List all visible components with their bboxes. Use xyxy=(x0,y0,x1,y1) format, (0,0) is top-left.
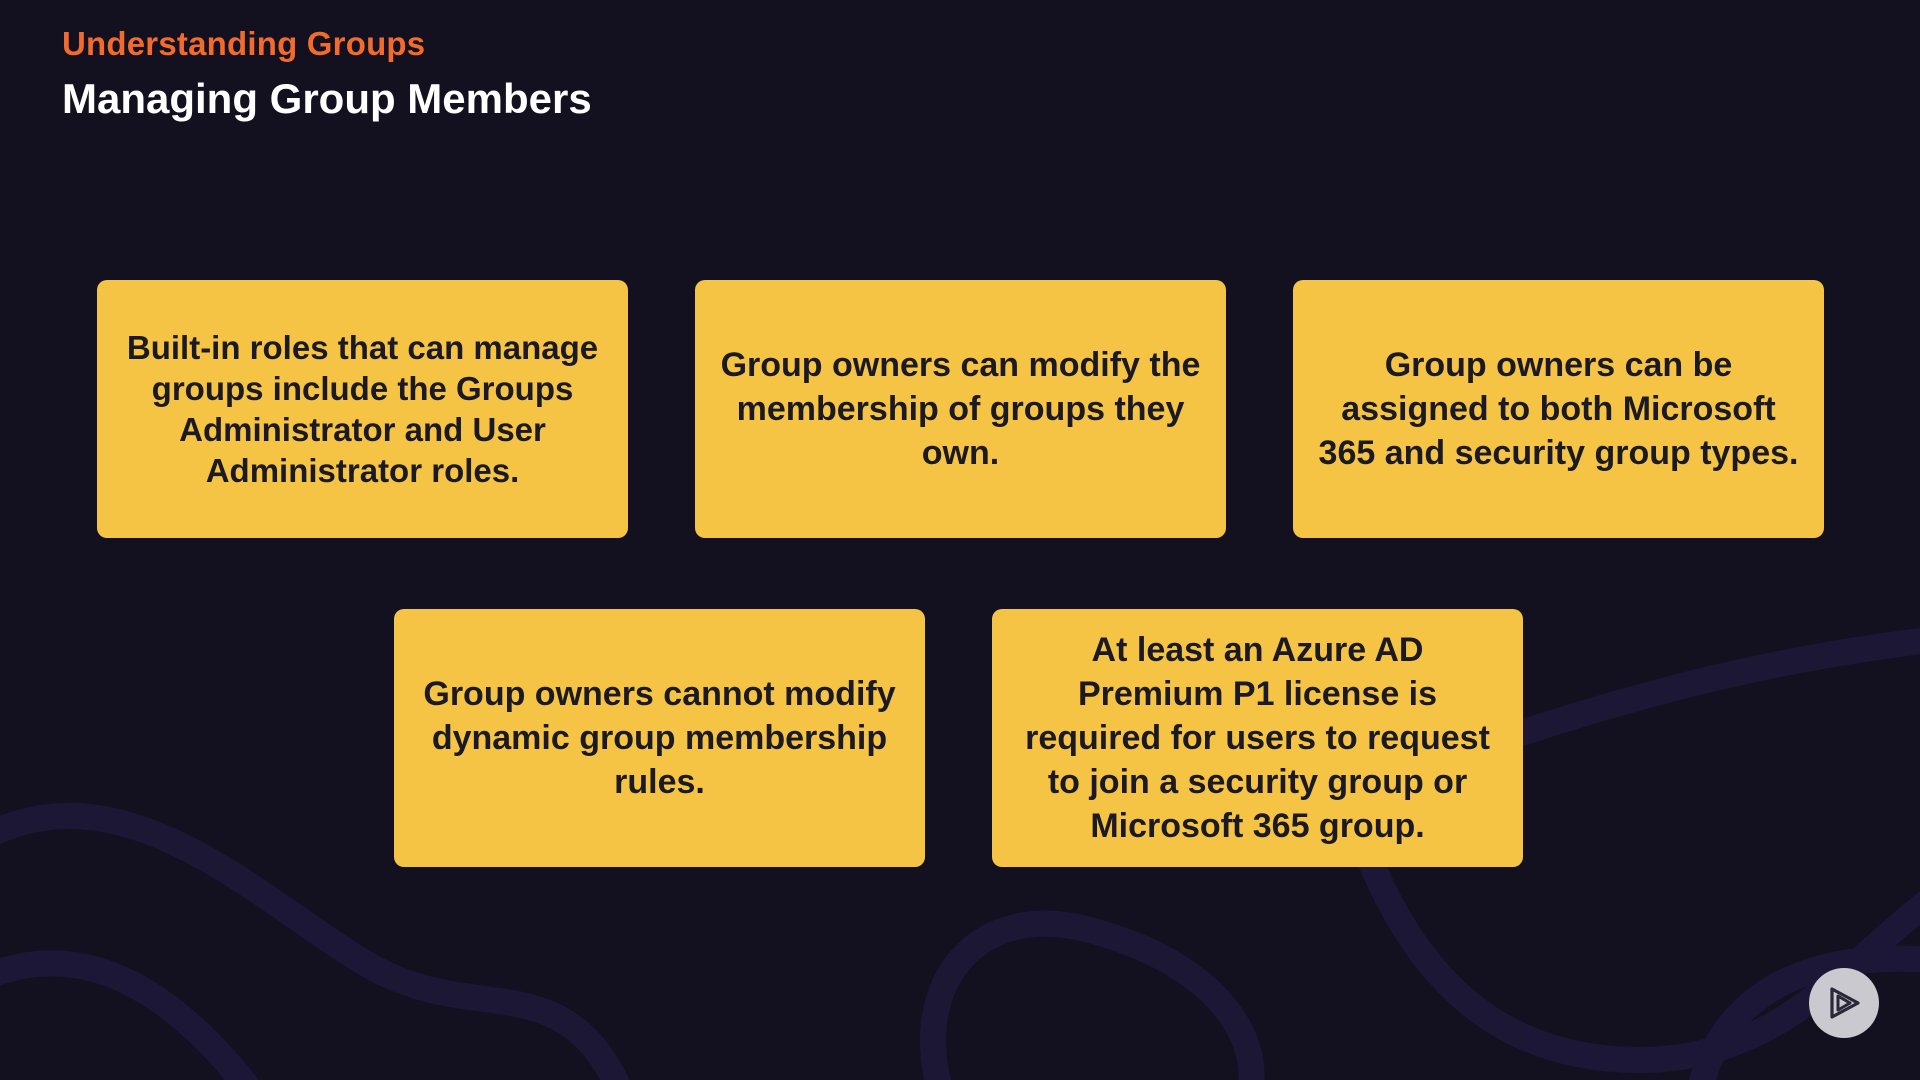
slide-title: Managing Group Members xyxy=(62,75,592,122)
info-card-owner-group-types: Group owners can be assigned to both Mic… xyxy=(1293,280,1824,538)
info-card-license-requirement: At least an Azure AD Premium P1 license … xyxy=(992,609,1523,867)
info-card-dynamic-rules: Group owners cannot modify dynamic group… xyxy=(394,609,925,867)
info-card-builtin-roles: Built-in roles that can manage groups in… xyxy=(97,280,628,538)
info-card-owners-modify: Group owners can modify the membership o… xyxy=(695,280,1226,538)
card-text: At least an Azure AD Premium P1 license … xyxy=(1025,631,1490,845)
slide-header: Understanding Groups Managing Group Memb… xyxy=(62,24,592,124)
card-text: Group owners cannot modify dynamic group… xyxy=(423,675,896,801)
play-logo-button[interactable] xyxy=(1809,968,1879,1038)
card-text: Built-in roles that can manage groups in… xyxy=(126,329,599,489)
section-eyebrow: Understanding Groups xyxy=(62,25,426,62)
card-text: Group owners can modify the membership o… xyxy=(720,346,1201,472)
play-logo-icon xyxy=(1830,987,1860,1019)
card-text: Group owners can be assigned to both Mic… xyxy=(1318,346,1799,472)
